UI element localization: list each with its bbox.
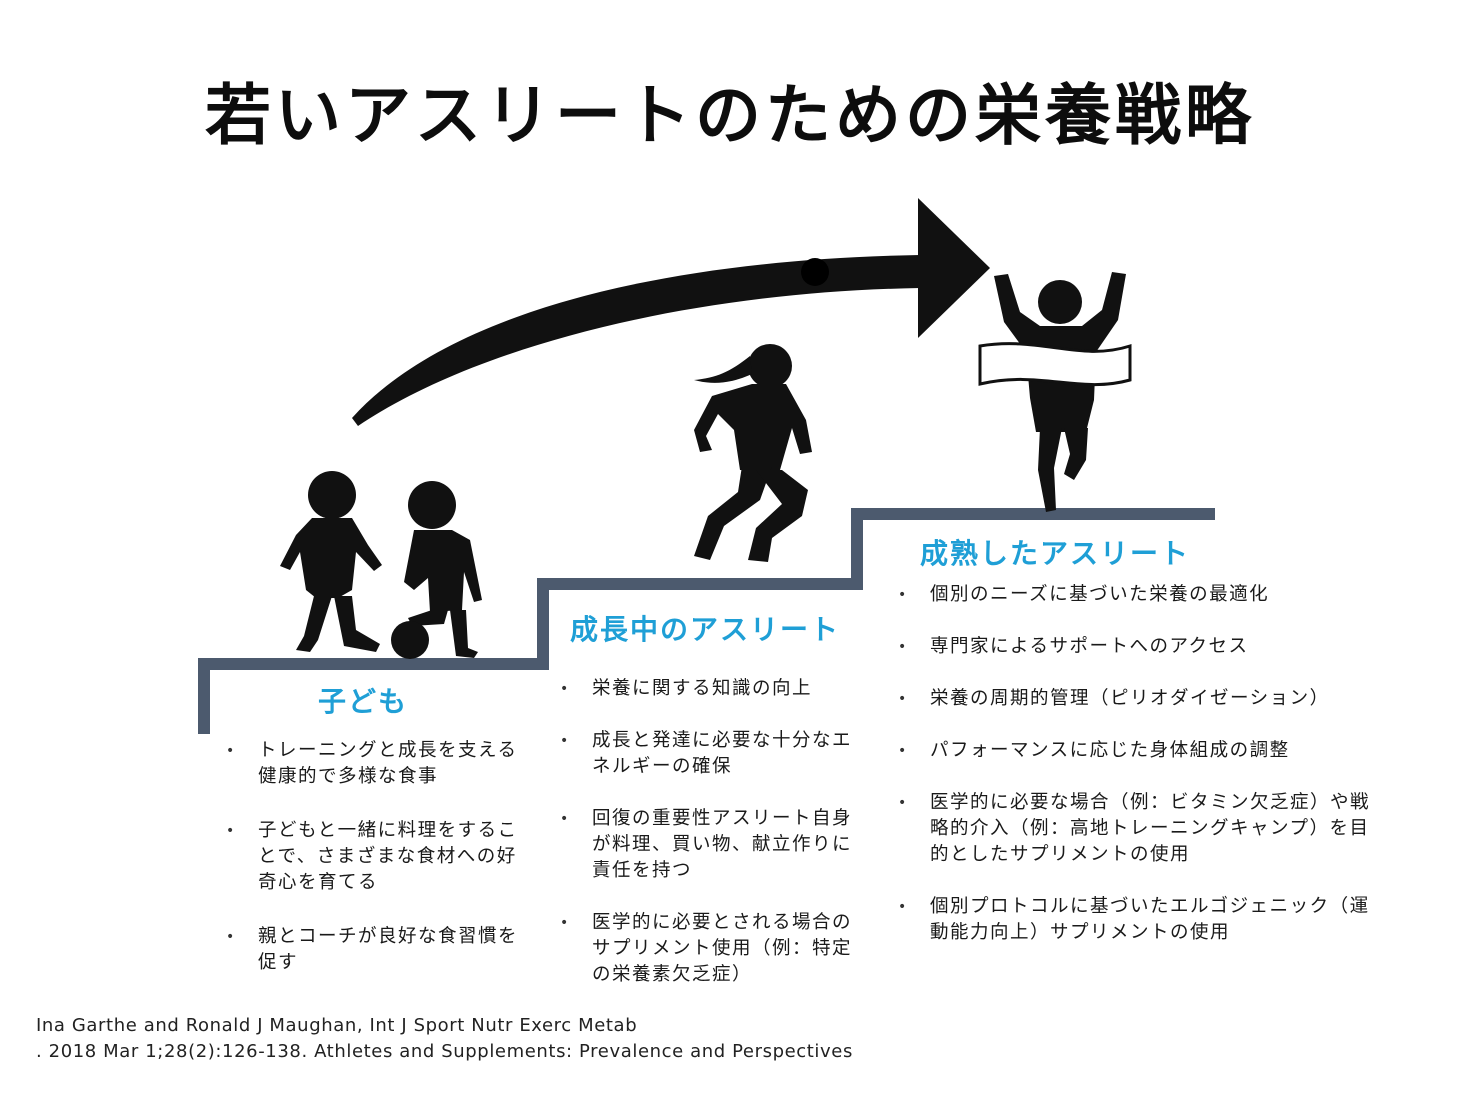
staircase-steps xyxy=(198,508,1215,734)
list-item: 子どもと一緒に料理をすることで、さまざまな食材への好奇心を育てる xyxy=(226,818,526,896)
list-item: 親とコーチが良好な食習慣を促す xyxy=(226,924,526,976)
children-bullet-list: トレーニングと成長を支える健康的で多様な食事 子どもと一緒に料理をすることで、さ… xyxy=(226,738,526,976)
mature-athlete-bullet-list: 個別のニーズに基づいた栄養の最適化 専門家によるサポートへのアクセス 栄養の周期… xyxy=(898,582,1378,946)
finish-line-athlete-icon xyxy=(978,272,1132,512)
developing-athlete-bullet-list: 栄養に関する知識の向上 成長と発達に必要な十分なエネルギーの確保 回復の重要性ア… xyxy=(560,676,860,988)
list-item: 個別のニーズに基づいた栄養の最適化 xyxy=(898,582,1378,608)
list-item: パフォーマンスに応じた身体組成の調整 xyxy=(898,738,1378,764)
stage-title-mature-athlete: 成熟したアスリート xyxy=(920,537,1191,570)
citation-line-2: . 2018 Mar 1;28(2):126-138. Athletes and… xyxy=(36,1041,853,1062)
list-item: 医学的に必要な場合（例：ビタミン欠乏症）や戦略的介入（例：高地トレーニングキャン… xyxy=(898,790,1378,868)
list-item: 回復の重要性アスリート自身が料理、買い物、献立作りに責任を持つ xyxy=(560,806,860,884)
list-item: 専門家によるサポートへのアクセス xyxy=(898,634,1378,660)
list-item: 成長と発達に必要な十分なエネルギーの確保 xyxy=(560,728,860,780)
stage-title-children: 子ども xyxy=(318,685,409,718)
citation-line-1: Ina Garthe and Ronald J Maughan, Int J S… xyxy=(36,1015,638,1036)
runner-icon xyxy=(694,344,812,562)
stage-title-developing-athlete: 成長中のアスリート xyxy=(570,613,841,646)
progress-arrow-icon xyxy=(352,198,990,426)
list-item: トレーニングと成長を支える健康的で多様な食事 xyxy=(226,738,526,790)
list-item: 栄養に関する知識の向上 xyxy=(560,676,860,702)
list-item: 個別プロトコルに基づいたエルゴジェニック（運動能力向上）サプリメントの使用 xyxy=(898,894,1378,946)
list-item: 医学的に必要とされる場合のサプリメント使用（例：特定の栄養素欠乏症） xyxy=(560,910,860,988)
children-soccer-icon xyxy=(280,471,482,659)
page-title: 若いアスリートのための栄養戦略 xyxy=(205,77,1255,154)
list-item: 栄養の周期的管理（ピリオダイゼーション） xyxy=(898,686,1378,712)
citation: Ina Garthe and Ronald J Maughan, Int J S… xyxy=(36,1013,853,1065)
